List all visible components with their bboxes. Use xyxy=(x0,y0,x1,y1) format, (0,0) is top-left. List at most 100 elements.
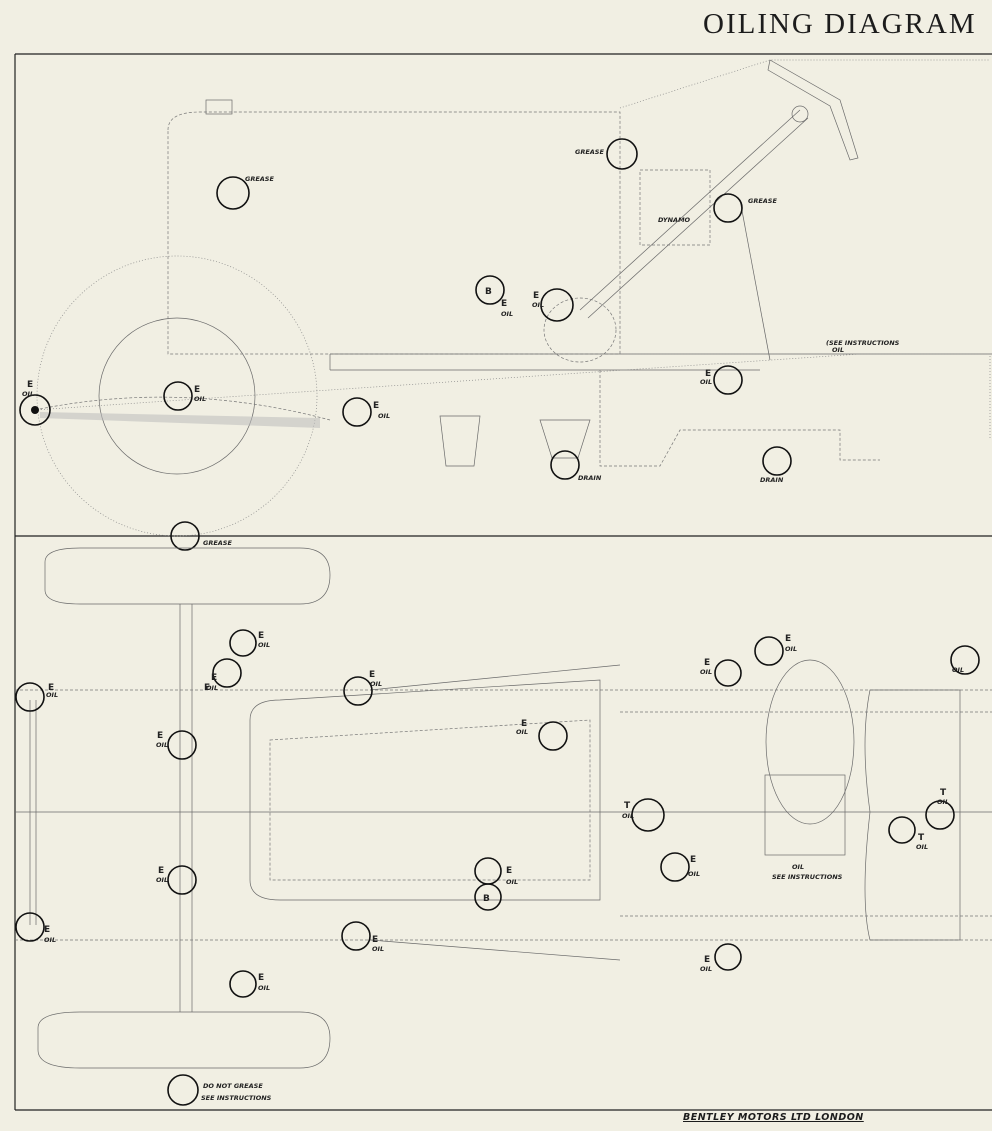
svg-text:E: E xyxy=(705,369,711,379)
svg-text:E: E xyxy=(506,866,512,876)
gearbox-outline xyxy=(599,370,880,467)
engine-sump-drain-boss xyxy=(539,419,591,459)
spring-leaves xyxy=(40,412,320,428)
svg-text:OIL: OIL xyxy=(501,310,513,318)
svg-text:OIL: OIL xyxy=(916,843,928,851)
b-point-plan xyxy=(474,883,502,911)
b-marker-plan: B xyxy=(483,894,490,904)
svg-text:OIL: OIL xyxy=(156,741,168,749)
b-point-side xyxy=(475,275,505,305)
svg-text:OIL: OIL xyxy=(206,684,218,692)
svg-text:E: E xyxy=(204,683,210,693)
steering-column xyxy=(579,109,801,311)
chassis-frame-front xyxy=(249,679,601,901)
front-tyre-top xyxy=(44,547,331,605)
rear-wheel-hub-ring xyxy=(98,317,256,475)
gearbox-plan xyxy=(764,774,846,856)
plan-view: B GREASE DO NOT GREASE SEE INSTRUCTIONS … xyxy=(15,539,992,1106)
label-drain-engine: DRAIN xyxy=(578,474,602,482)
svg-text:E: E xyxy=(501,299,507,309)
fuel-tank-body xyxy=(167,111,621,355)
label-see-instructions-plan: SEE INSTRUCTIONS xyxy=(201,1094,272,1102)
drawing-frame xyxy=(14,53,992,1111)
do-not-grease-point xyxy=(167,1074,199,1106)
svg-text:E: E xyxy=(157,731,163,741)
svg-text:OIL: OIL xyxy=(372,945,384,953)
label-dynamo: DYNAMO xyxy=(658,216,691,224)
svg-text:E: E xyxy=(44,925,50,935)
label-oil-side: OIL xyxy=(832,346,844,354)
svg-text:E: E xyxy=(372,935,378,945)
grease-point-front-axle xyxy=(170,521,200,551)
svg-text:E: E xyxy=(369,670,375,680)
svg-text:OIL: OIL xyxy=(44,936,56,944)
label-grease-tank: GREASE xyxy=(245,175,274,183)
svg-text:T: T xyxy=(940,788,947,798)
svg-text:OIL: OIL xyxy=(785,645,797,653)
svg-text:OIL: OIL xyxy=(688,870,700,878)
gear-lever xyxy=(739,199,771,361)
grease-point-steering xyxy=(606,138,638,170)
svg-text:OIL: OIL xyxy=(156,876,168,884)
steering-wheel xyxy=(767,59,859,161)
maker-footer: BENTLEY MOTORS LTD LONDON xyxy=(683,1112,864,1123)
svg-text:OIL: OIL xyxy=(258,641,270,649)
svg-text:E: E xyxy=(704,955,710,965)
svg-text:E: E xyxy=(258,973,264,983)
rear-wheel-outline xyxy=(36,255,318,537)
label-oil-gearbox: OIL xyxy=(792,863,804,871)
svg-text:OIL: OIL xyxy=(22,390,34,398)
svg-text:E: E xyxy=(690,855,696,865)
rear-leaf-spring xyxy=(34,396,331,421)
label-see-instructions-side: (SEE INSTRUCTIONS xyxy=(826,339,900,347)
svg-text:E: E xyxy=(785,634,791,644)
svg-text:E: E xyxy=(533,291,539,301)
label-grease-front: GREASE xyxy=(203,539,232,547)
rear-crossmember xyxy=(864,689,961,941)
svg-text:T: T xyxy=(624,801,631,811)
svg-text:OIL: OIL xyxy=(370,680,382,688)
svg-text:OIL: OIL xyxy=(532,301,544,309)
dynamo-housing xyxy=(639,169,711,246)
svg-text:OIL: OIL xyxy=(700,965,712,973)
svg-text:OIL: OIL xyxy=(46,691,58,699)
oil-point-rear-hub xyxy=(163,381,193,411)
oil-point-gearbox-side xyxy=(713,365,743,395)
flywheel-outline xyxy=(543,297,617,363)
svg-text:E: E xyxy=(194,385,200,395)
svg-text:E: E xyxy=(158,866,164,876)
label-grease-steering: GREASE xyxy=(575,148,604,156)
b-marker-side: B xyxy=(485,287,492,297)
page-title: OILING DIAGRAM xyxy=(703,8,977,40)
label-do-not-grease: DO NOT GREASE xyxy=(203,1082,263,1090)
grease-point-tank xyxy=(216,176,250,210)
svg-text:E: E xyxy=(27,380,33,390)
svg-text:OIL: OIL xyxy=(937,798,949,806)
svg-text:E: E xyxy=(704,658,710,668)
svg-text:E: E xyxy=(521,719,527,729)
svg-text:OIL: OIL xyxy=(952,666,964,674)
svg-text:OIL: OIL xyxy=(516,728,528,736)
label-drain-gearbox: DRAIN xyxy=(760,476,784,484)
svg-text:OIL: OIL xyxy=(258,984,270,992)
svg-text:OIL: OIL xyxy=(622,812,634,820)
grease-point-pedal xyxy=(713,193,743,223)
svg-text:T: T xyxy=(918,833,925,843)
side-elevation-view: B GREASE GREASE DYNAMO GREASE (SEE INSTR… xyxy=(19,59,992,551)
front-tyre-bottom xyxy=(37,1011,331,1069)
drain-point-gearbox xyxy=(762,446,792,476)
rear-damper xyxy=(439,415,481,467)
svg-text:OIL: OIL xyxy=(378,412,390,420)
oil-point-spring-front-shackle xyxy=(342,397,372,427)
svg-text:E: E xyxy=(258,631,264,641)
svg-text:OIL: OIL xyxy=(506,878,518,886)
svg-text:OIL: OIL xyxy=(700,378,712,386)
label-grease-pedal: GREASE xyxy=(748,197,777,205)
oil-point-rear-spring-shackle xyxy=(19,394,51,426)
steering-wheel-plan xyxy=(765,659,855,825)
label-see-instructions-gearbox: SEE INSTRUCTIONS xyxy=(772,873,843,881)
svg-text:E: E xyxy=(48,683,54,693)
svg-text:E: E xyxy=(211,673,217,683)
